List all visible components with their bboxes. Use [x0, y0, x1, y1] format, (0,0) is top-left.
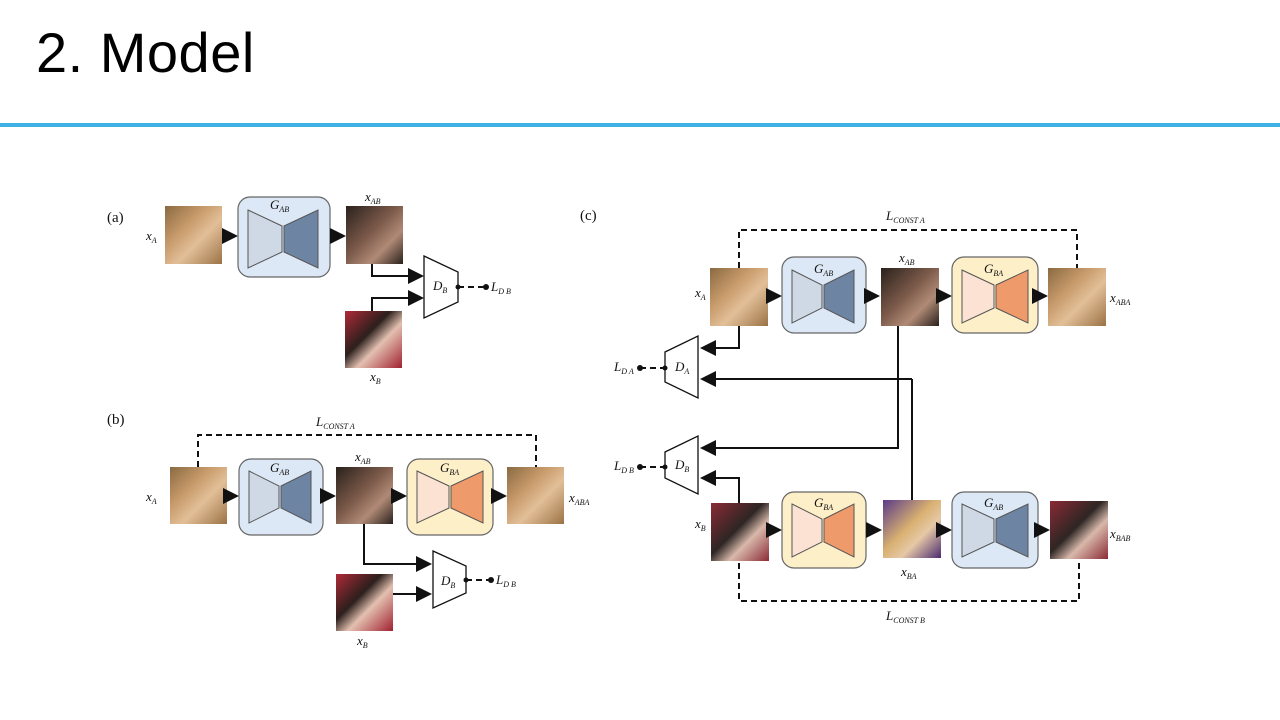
label-xab-c: xAB — [898, 250, 915, 267]
svg-text:GBA: GBA — [814, 495, 833, 512]
svg-text:GBA: GBA — [440, 460, 459, 477]
label-xab-b: xAB — [354, 449, 371, 466]
svg-text:DA: DA — [674, 359, 689, 376]
loss-dot-start — [455, 284, 461, 290]
const-loop-b-c — [738, 563, 1080, 602]
generator-ab-c-top: GAB — [781, 256, 867, 334]
loss-dot-end — [483, 284, 489, 290]
title-divider — [0, 123, 1280, 127]
generator-ba-c-top: GBA — [951, 256, 1039, 334]
generator-ba-c-bottom: GBA — [781, 491, 867, 569]
const-loop-a — [197, 434, 537, 467]
svg-text:DB: DB — [440, 573, 455, 590]
face-image-xb-c — [711, 503, 769, 561]
generator-ba-b: GBA — [406, 458, 494, 536]
svg-text:GAB: GAB — [984, 495, 1003, 512]
face-image-xa-b — [170, 467, 227, 524]
label-lda: LD A — [613, 359, 634, 376]
slide-title: 2. Model — [36, 21, 255, 84]
svg-text:GAB: GAB — [814, 261, 833, 278]
arrow-xb-db-c — [700, 470, 740, 503]
label-xba-c: xBA — [900, 564, 917, 581]
face-image-xa — [165, 206, 222, 264]
face-image-xba-c — [883, 500, 941, 558]
arrow-xab-db-b — [363, 524, 432, 572]
label-xb: xB — [369, 369, 381, 386]
label-xaba-c: xABA — [1109, 290, 1131, 307]
label-lconst-a: LCONST A — [315, 414, 355, 431]
generator-ab-b: GAB — [238, 458, 324, 536]
const-loop-a-c — [738, 229, 1078, 268]
arrow-xab-db — [371, 264, 424, 284]
loss-dot-db-start — [662, 464, 668, 470]
panel-label-b: (b) — [107, 412, 125, 428]
label-xb-b: xB — [356, 633, 368, 650]
discriminator-b-c: DB — [664, 434, 699, 496]
panel-label-c: (c) — [580, 208, 597, 224]
arrow-xb-db — [371, 290, 424, 311]
face-image-xb-b — [336, 574, 393, 631]
label-xb-c: xB — [694, 516, 706, 533]
discriminator-b: DB — [423, 254, 459, 320]
label-xaba-b: xABA — [568, 490, 590, 507]
generator-ab: GAB — [237, 196, 331, 278]
label-xa-b: xA — [145, 489, 157, 506]
discriminator-a-c: DA — [664, 334, 699, 400]
face-image-xb — [345, 311, 402, 368]
arrow-xab-db-c — [700, 326, 899, 456]
generator-ab-c-bottom: GAB — [951, 491, 1039, 569]
loss-dot-db-end — [637, 464, 643, 470]
label-xbab-c: xBAB — [1109, 526, 1131, 543]
loss-dot-da-end — [637, 365, 643, 371]
label-ldb: LD B — [490, 279, 511, 296]
label-xab: xAB — [364, 189, 381, 206]
discriminator-b-panel-b: DB — [432, 549, 467, 610]
svg-text:GBA: GBA — [984, 261, 1003, 278]
panel-label-a: (a) — [107, 210, 124, 226]
face-image-xa-c — [710, 268, 768, 326]
loss-dot-da-start — [662, 365, 668, 371]
label-lconst-b-c: LCONST B — [885, 608, 925, 625]
face-image-xab-b — [336, 467, 393, 524]
svg-text:GAB: GAB — [270, 460, 289, 477]
svg-text:DB: DB — [674, 457, 689, 474]
arrow-xa-da — [700, 326, 740, 356]
svg-text:GAB: GAB — [270, 197, 289, 214]
loss-dot-end-b — [488, 577, 494, 583]
face-image-xbab-c — [1050, 501, 1108, 559]
label-lconst-a-c: LCONST A — [885, 208, 925, 225]
face-image-xab — [346, 206, 403, 264]
svg-text:DB: DB — [432, 278, 447, 295]
label-ldb-b: LD B — [495, 572, 516, 589]
label-ldb-c: LD B — [613, 458, 634, 475]
face-image-xab-c — [881, 268, 939, 326]
face-image-xaba-b — [507, 467, 564, 524]
label-xa-c: xA — [694, 285, 706, 302]
loss-dot-start-b — [463, 577, 469, 583]
face-image-xaba-c — [1048, 268, 1106, 326]
label-xa: xA — [145, 228, 157, 245]
